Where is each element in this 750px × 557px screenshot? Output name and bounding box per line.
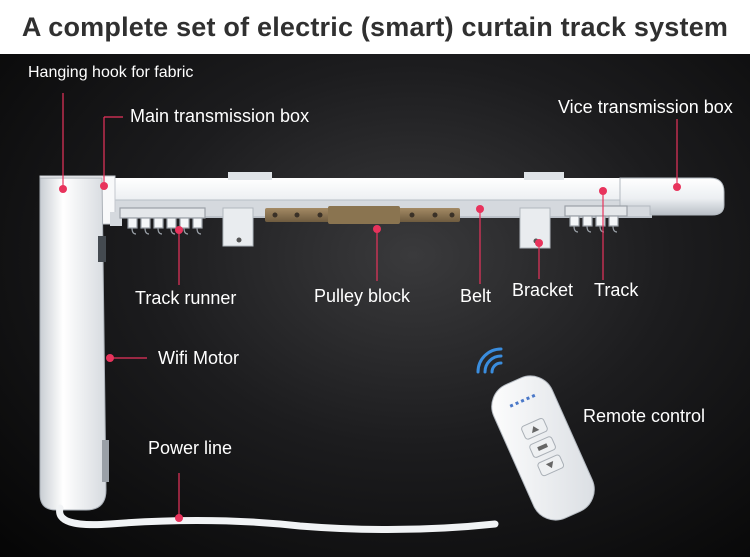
label-belt: Belt xyxy=(460,286,492,306)
label-vice-transmission-box: Vice transmission box xyxy=(558,97,733,117)
wifi-motor xyxy=(39,177,109,511)
label-main-transmission-box: Main transmission box xyxy=(130,106,310,126)
power-line xyxy=(56,504,499,534)
vice-transmission-box xyxy=(619,177,725,216)
curtain-track-illustration xyxy=(39,93,725,534)
label-power-line: Power line xyxy=(148,438,233,458)
wifi-signal-icon xyxy=(476,347,503,374)
page-title: A complete set of electric (smart) curta… xyxy=(21,11,729,42)
label-bracket: Bracket xyxy=(512,280,574,300)
label-track: Track xyxy=(594,280,639,300)
label-track-runner: Track runner xyxy=(135,288,237,308)
label-hanging-hook: Hanging hook for fabric xyxy=(28,64,194,81)
remote-control xyxy=(491,375,595,521)
label-remote-control: Remote control xyxy=(583,406,706,426)
pulley-block xyxy=(265,206,460,224)
track-runners-left xyxy=(119,207,206,235)
diagram-stage: Hanging hook for fabric Main transmissio… xyxy=(0,54,750,557)
callout-lines xyxy=(62,93,678,518)
callout-markers xyxy=(59,182,681,522)
title-bar: A complete set of electric (smart) curta… xyxy=(0,0,750,54)
label-pulley-block: Pulley block xyxy=(314,286,411,306)
label-wifi-motor: Wifi Motor xyxy=(158,348,239,368)
bracket xyxy=(222,207,551,249)
track-runners-right xyxy=(564,205,628,233)
top-clips xyxy=(228,172,564,180)
